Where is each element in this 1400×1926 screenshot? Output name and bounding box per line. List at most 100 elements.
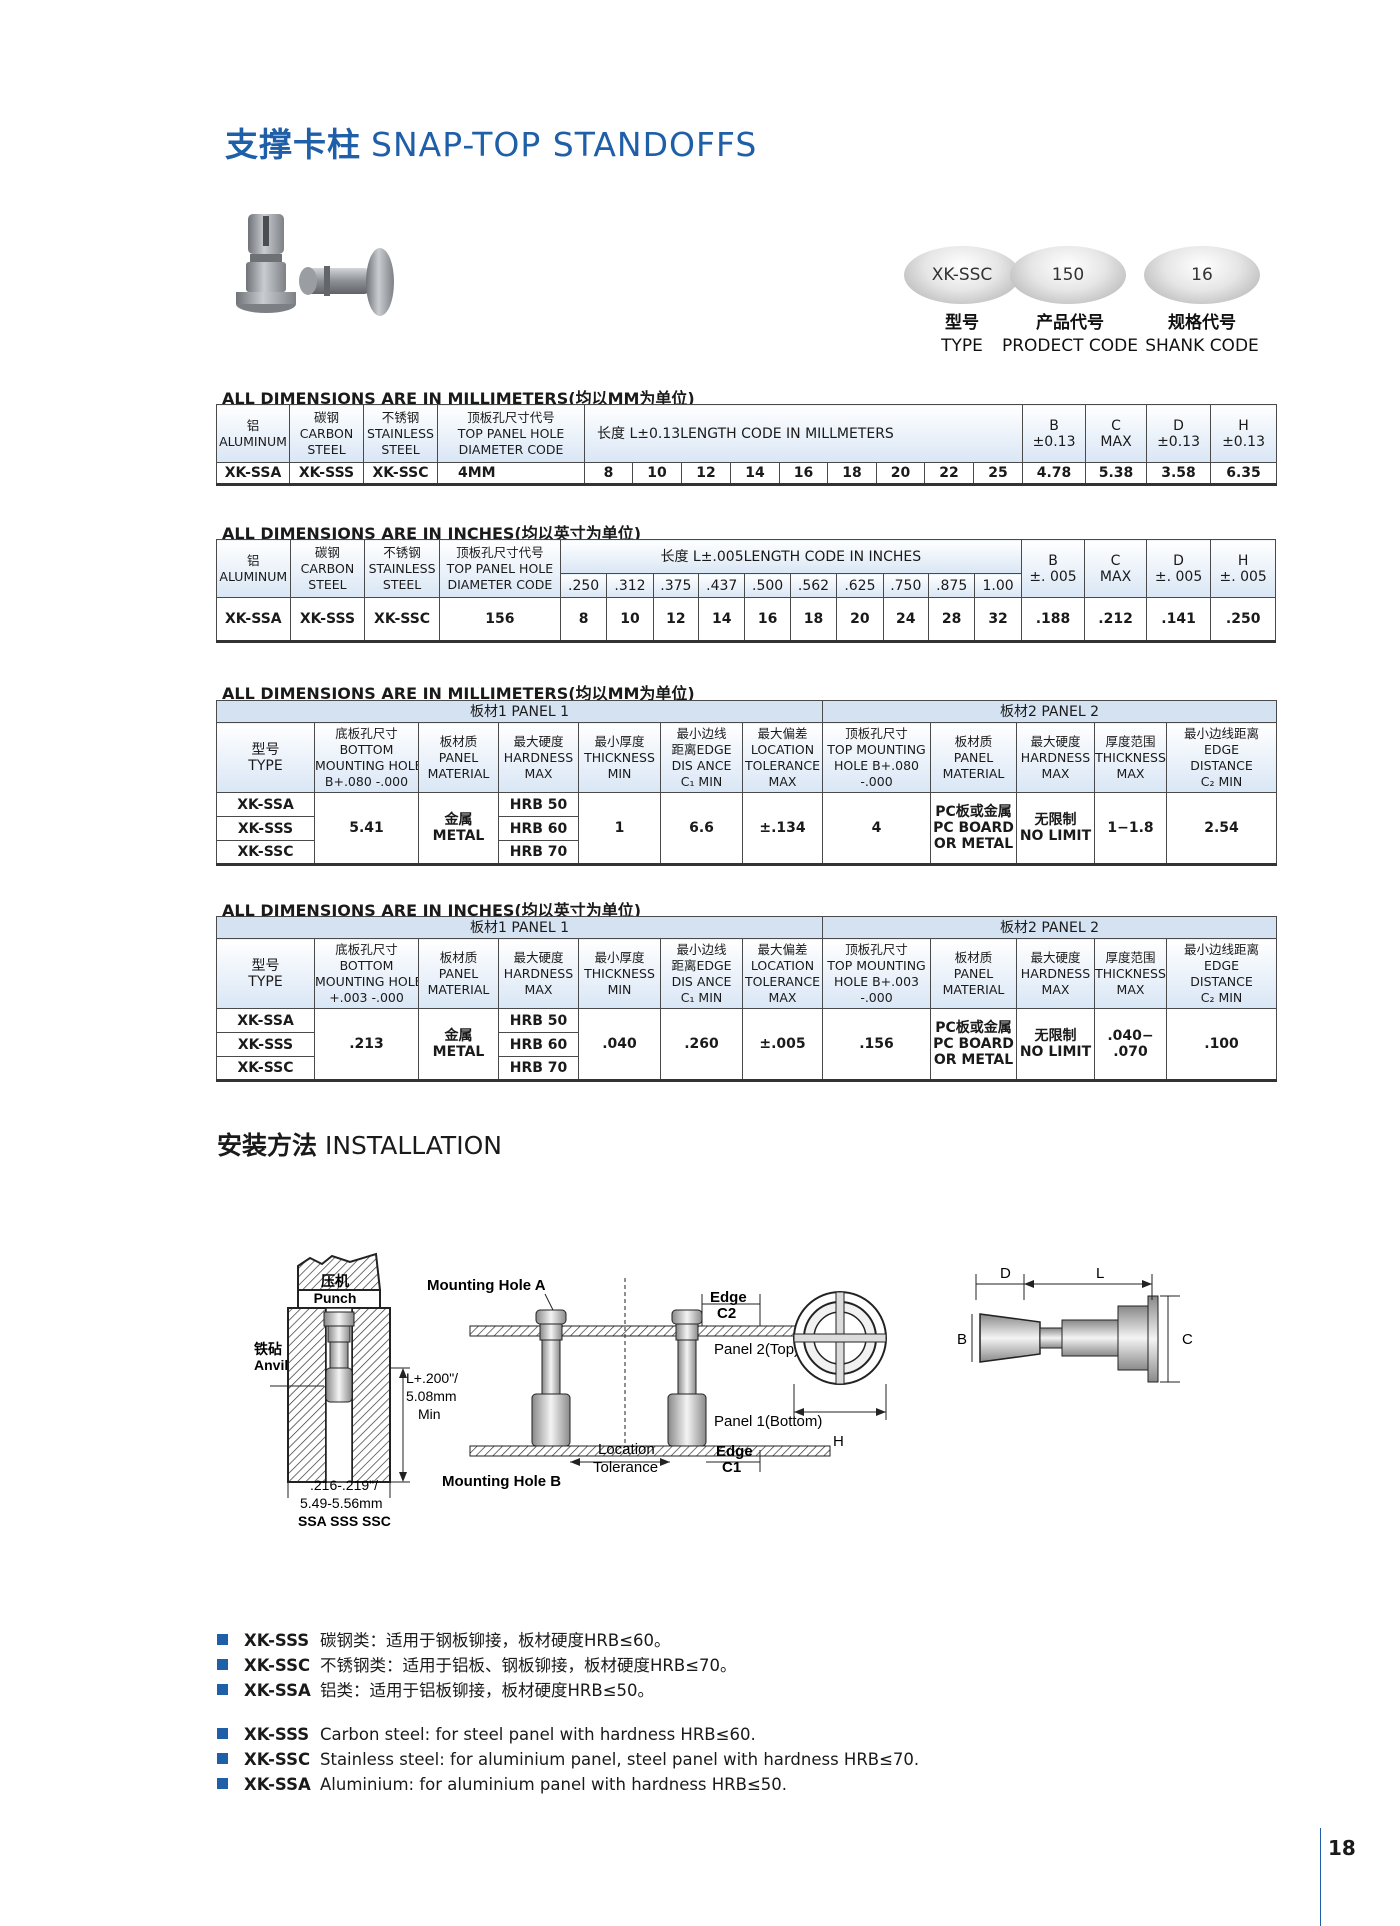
table2-caption: ALL DIMENSIONS ARE IN INCHES(均以英寸为单位) <box>222 524 642 543</box>
page-number: 18 <box>1328 1836 1356 1860</box>
table-row: XK-SSS HRB 60 <box>216 1032 1277 1057</box>
svg-text:C1: C1 <box>722 1459 741 1476</box>
svg-text:L+.200"/: L+.200"/ <box>406 1370 458 1386</box>
hdr-h: H±0.13 <box>1210 404 1278 463</box>
panel2-header: 板材2 PANEL 2 <box>821 916 1278 939</box>
label-punch-en: Punch <box>314 1290 357 1306</box>
svg-text:5.08mm: 5.08mm <box>406 1388 457 1404</box>
table4-caption: ALL DIMENSIONS ARE IN INCHES(均以英寸为单位) <box>222 901 642 920</box>
hdr-d: D±0.13 <box>1146 404 1212 463</box>
hdr-b: B±0.13 <box>1022 404 1087 463</box>
label-h: H <box>833 1433 844 1450</box>
label-anvil-en: Anvil <box>254 1357 288 1373</box>
panel-assembly-figure <box>469 1278 831 1472</box>
svg-text:C2: C2 <box>717 1305 736 1322</box>
panel1-header: 板材1 PANEL 1 <box>216 700 823 723</box>
svg-text:Location: Location <box>598 1441 655 1458</box>
label-product-code: 产品代号 PRODECT CODE <box>1001 313 1139 356</box>
panel1-header: 板材1 PANEL 1 <box>216 916 823 939</box>
top-view-figure <box>793 1291 887 1420</box>
hdr-length: 长度 L±0.13LENGTH CODE IN MILLMETERS <box>583 404 1024 463</box>
svg-text:Min: Min <box>418 1406 441 1422</box>
label-mounting-hole-a: Mounting Hole A <box>427 1277 546 1294</box>
pill-shank-code: 16 <box>1144 246 1260 304</box>
label-c: C <box>1182 1331 1193 1348</box>
page-title: 支撑卡柱 SNAP-TOP STANDOFFS <box>225 118 757 166</box>
pill-product-code: 150 <box>1010 246 1126 304</box>
punch-anvil-figure <box>270 1252 410 1498</box>
label-b: B <box>957 1331 967 1348</box>
hdr-b: B±. 005 <box>1020 539 1086 598</box>
table3-caption: ALL DIMENSIONS ARE IN MILLIMETERS(均以MM为单… <box>222 684 695 703</box>
page-divider <box>1320 1828 1321 1926</box>
label-anvil-cn: 铁砧 <box>254 1341 282 1357</box>
title-cn: 支撑卡柱 <box>225 125 361 164</box>
side-view-figure <box>971 1274 1180 1383</box>
panel2-header: 板材2 PANEL 2 <box>821 700 1278 723</box>
label-mounting-hole-b: Mounting Hole B <box>442 1473 561 1490</box>
table1-caption: ALL DIMENSIONS ARE IN MILLIMETERS(均以MM为单… <box>222 389 695 408</box>
label-panel2: Panel 2(Top) <box>714 1341 799 1358</box>
table-row: XK-SSA XK-SSS XK-SSC 4MM 8 10 12 14 16 1… <box>216 462 1278 486</box>
svg-text:Tolerance: Tolerance <box>593 1459 658 1476</box>
table-row: XK-SSA XK-SSS XK-SSC 156 8 10 12 14 16 1… <box>216 597 1276 643</box>
installation-diagram: 压机 Punch 铁砧 Anvil L+.200"/ 5.08mm Min .2… <box>254 1252 1193 1529</box>
label-shank-code: 规格代号 SHANK CODE <box>1145 313 1259 356</box>
label-type: 型号 TYPE <box>941 313 983 356</box>
pill-type: XK-SSC <box>904 246 1020 304</box>
length-header-row: .250 .312 .375 .437 .500 .562 .625 .750 … <box>217 573 1276 598</box>
table-row: XK-SSS HRB 60 <box>216 816 1277 841</box>
standoff-product-image <box>236 214 394 316</box>
hdr-h: H±. 005 <box>1210 539 1276 598</box>
hdr-length: 长度 L±.005LENGTH CODE IN INCHES <box>559 539 1022 574</box>
svg-text:Edge: Edge <box>716 1443 753 1460</box>
svg-text:SSA SSS SSC: SSA SSS SSC <box>298 1513 391 1529</box>
label-panel1: Panel 1(Bottom) <box>714 1413 822 1430</box>
label-l: L <box>1096 1265 1104 1282</box>
svg-text:.216-.219"/: .216-.219"/ <box>310 1477 378 1493</box>
title-en: SNAP-TOP STANDOFFS <box>371 125 758 164</box>
svg-text:Edge: Edge <box>710 1289 747 1306</box>
